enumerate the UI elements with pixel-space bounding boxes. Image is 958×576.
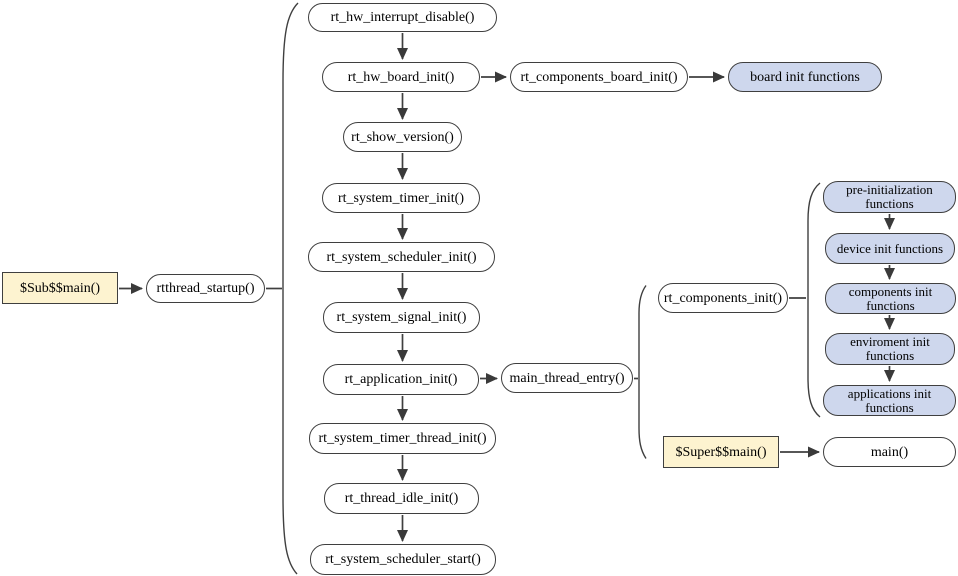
node-sub-main: $Sub$$main() <box>2 272 118 304</box>
node-main: main() <box>823 437 956 467</box>
node-rt-components-board-init: rt_components_board_init() <box>510 62 688 92</box>
brace-components-group <box>807 182 821 418</box>
node-rt-hw-board-init: rt_hw_board_init() <box>322 62 480 92</box>
node-rtthread-startup: rtthread_startup() <box>146 274 265 303</box>
node-board-init-functions: board init functions <box>728 62 882 92</box>
node-rt-components-init: rt_components_init() <box>658 283 788 313</box>
node-rt-thread-idle-init: rt_thread_idle_init() <box>324 483 479 514</box>
node-super-main: $Super$$main() <box>663 436 779 468</box>
node-applications-init-functions: applications init functions <box>823 385 956 416</box>
node-rt-system-scheduler-init: rt_system_scheduler_init() <box>308 242 495 272</box>
brace-main-thread-group <box>638 285 647 459</box>
node-rt-show-version: rt_show_version() <box>343 122 462 152</box>
node-rt-system-scheduler-start: rt_system_scheduler_start() <box>310 544 496 575</box>
node-rt-system-signal-init: rt_system_signal_init() <box>323 302 480 333</box>
node-rt-system-timer-thread-init: rt_system_timer_thread_init() <box>309 423 496 454</box>
node-enviroment-init-functions: enviroment init functions <box>825 333 955 365</box>
node-pre-initialization-functions: pre-initialization functions <box>823 181 956 213</box>
node-rt-system-timer-init: rt_system_timer_init() <box>322 183 480 213</box>
node-device-init-functions: device init functions <box>825 233 955 264</box>
node-rt-hw-interrupt-disable: rt_hw_interrupt_disable() <box>308 3 497 32</box>
brace-startup-group <box>282 2 299 575</box>
node-main-thread-entry: main_thread_entry() <box>501 363 633 393</box>
node-rt-application-init: rt_application_init() <box>323 364 479 395</box>
node-components-init-functions: components init functions <box>825 283 956 314</box>
